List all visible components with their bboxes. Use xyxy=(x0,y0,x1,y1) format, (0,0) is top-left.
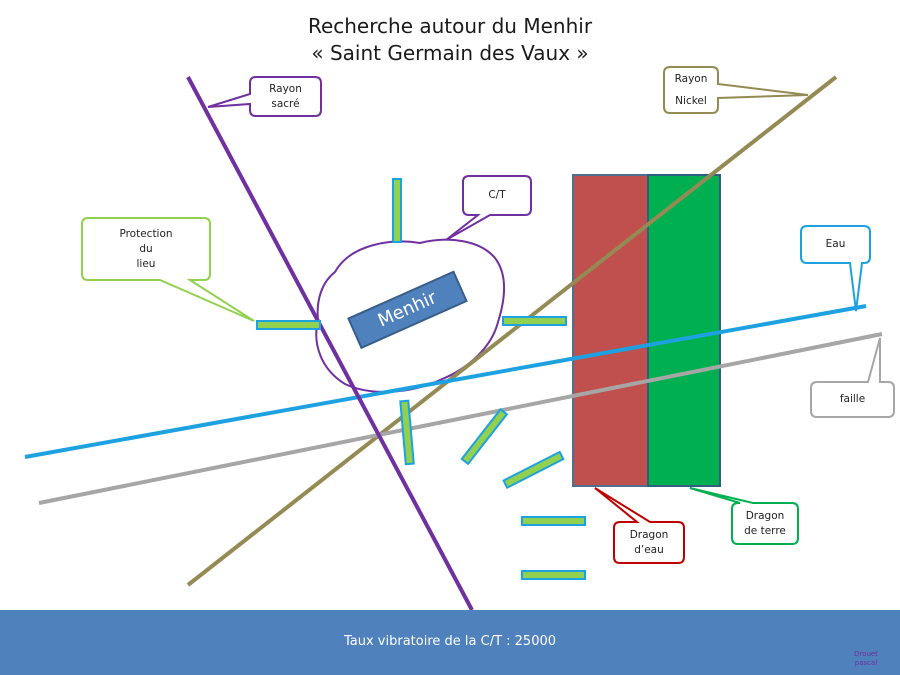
dragon-terre-zone xyxy=(647,174,721,487)
callout-rayon-sacre-line2: sacré xyxy=(271,97,300,110)
callout-eau-shape xyxy=(800,225,871,312)
callout-rayon-sacre-shape xyxy=(207,76,322,117)
author-signature: Drouet pascal xyxy=(838,650,894,668)
rayon-nickel-line xyxy=(186,75,838,587)
marker-lower-2 xyxy=(460,407,509,466)
callout-eau-line1: Eau xyxy=(825,238,846,250)
callout-dragon-terre-line1: Dragon xyxy=(745,509,785,522)
callout-eau: Eau xyxy=(801,226,870,263)
callout-faille: faille xyxy=(811,382,894,417)
marker-top xyxy=(392,178,402,243)
faille-line xyxy=(38,332,883,505)
eau-line xyxy=(24,304,867,459)
callout-ct: C/T xyxy=(463,176,531,215)
rayon-sacre-line xyxy=(186,76,474,611)
diagram-subtitle: « Saint Germain des Vaux » xyxy=(311,41,589,65)
callout-ct-shape xyxy=(445,175,532,241)
marker-lower-1 xyxy=(399,399,415,466)
callout-dragon-terre-line2: de terre xyxy=(744,524,786,537)
callout-protection-line2: du xyxy=(139,242,153,255)
author-line1: Drouet xyxy=(854,650,878,658)
callout-protection: Protection du lieu xyxy=(82,218,210,280)
callout-dragon-eau: Dragon d’eau xyxy=(614,522,684,563)
callout-dragon-terre: Dragon de terre xyxy=(732,503,798,544)
callout-rayon-nickel-line2: Nickel xyxy=(675,95,707,107)
callout-rayon-nickel-line1: Rayon xyxy=(674,73,708,85)
marker-lower-4 xyxy=(521,516,586,526)
diagram-title: Recherche autour du Menhir xyxy=(307,14,593,38)
callout-rayon-sacre: Rayon sacré xyxy=(250,77,321,116)
callout-dragon-eau-line2: d’eau xyxy=(634,543,664,556)
footer-ct-rate: Taux vibratoire de la C/T : 25000 xyxy=(343,634,557,649)
callout-dragon-eau-shape xyxy=(594,487,685,564)
callout-protection-line3: lieu xyxy=(136,257,156,270)
callout-dragon-eau-line1: Dragon xyxy=(629,528,669,541)
callout-dragon-terre-shape xyxy=(689,487,799,545)
marker-lower-5 xyxy=(521,570,586,580)
callout-rayon-nickel: Rayon Nickel xyxy=(664,67,718,113)
callout-protection-shape xyxy=(81,217,255,322)
dragon-eau-zone xyxy=(572,174,650,487)
callout-ct-line1: C/T xyxy=(488,189,506,201)
footer-bar: Taux vibratoire de la C/T : 25000 Drouet… xyxy=(0,610,900,675)
author-line2: pascal xyxy=(854,659,878,667)
callout-protection-line1: Protection xyxy=(119,227,173,240)
marker-lower-3 xyxy=(502,450,565,489)
marker-right xyxy=(502,316,567,326)
callout-faille-shape xyxy=(810,337,895,418)
marker-left xyxy=(256,320,321,330)
callout-faille-line1: faille xyxy=(839,393,866,405)
callout-rayon-nickel-shape xyxy=(663,66,809,114)
vibration-markers xyxy=(256,178,586,580)
menhir-stone xyxy=(347,270,468,350)
callout-rayon-sacre-line1: Rayon xyxy=(269,82,302,95)
